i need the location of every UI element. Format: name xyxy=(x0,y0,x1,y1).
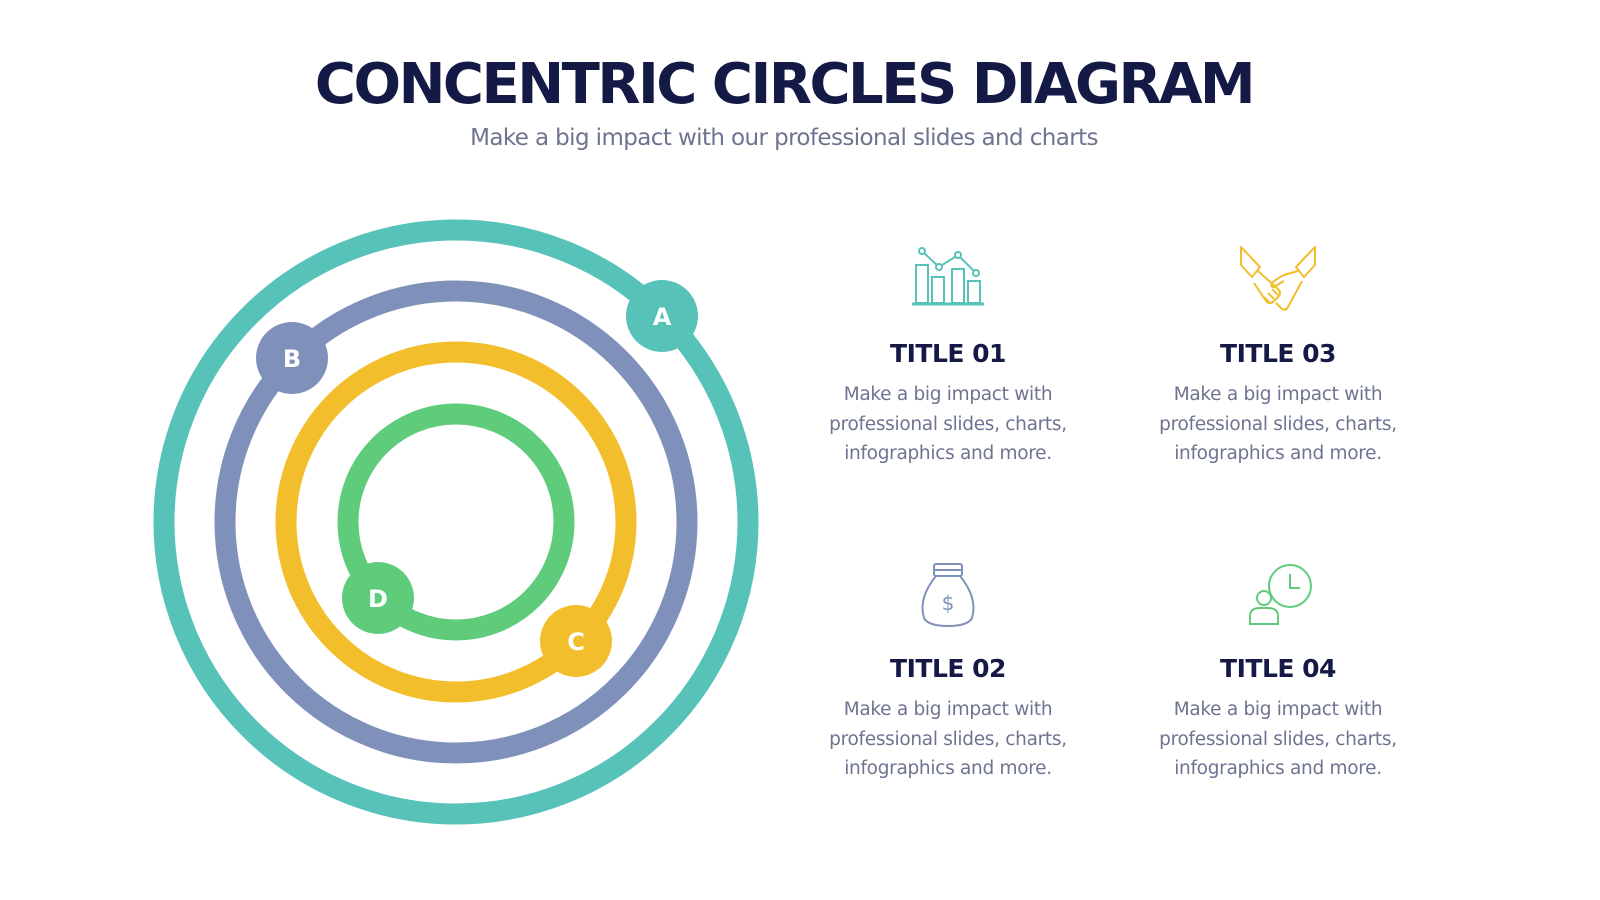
badge-c: C xyxy=(540,605,612,677)
card-title: TITLE 04 xyxy=(1220,654,1336,683)
badge-c-label: C xyxy=(567,628,585,656)
ring-b xyxy=(214,280,698,764)
badge-b-label: B xyxy=(283,345,301,373)
badge-d-label: D xyxy=(368,585,388,613)
person-clock-icon xyxy=(1249,564,1312,625)
page-title: CONCENTRIC CIRCLES DIAGRAM xyxy=(314,52,1256,117)
badge-b: B xyxy=(256,322,328,394)
card-title: TITLE 01 xyxy=(890,339,1006,368)
bar-chart-icon xyxy=(912,247,984,306)
ring-d xyxy=(337,403,575,641)
handshake-icon xyxy=(1240,246,1316,311)
card-title: TITLE 03 xyxy=(1220,339,1336,368)
badge-a-label: A xyxy=(653,303,672,331)
card-title: TITLE 02 xyxy=(890,654,1006,683)
concentric-circles-diagram: A B C D xyxy=(153,219,759,825)
badge-d: D xyxy=(342,562,414,634)
ring-c xyxy=(275,341,637,703)
svg-text:$: $ xyxy=(942,591,955,615)
ring-a xyxy=(153,219,759,825)
money-bag-icon: $ xyxy=(921,563,975,628)
badge-a: A xyxy=(626,280,698,352)
page-subtitle: Make a big impact with our professional … xyxy=(470,125,1098,151)
